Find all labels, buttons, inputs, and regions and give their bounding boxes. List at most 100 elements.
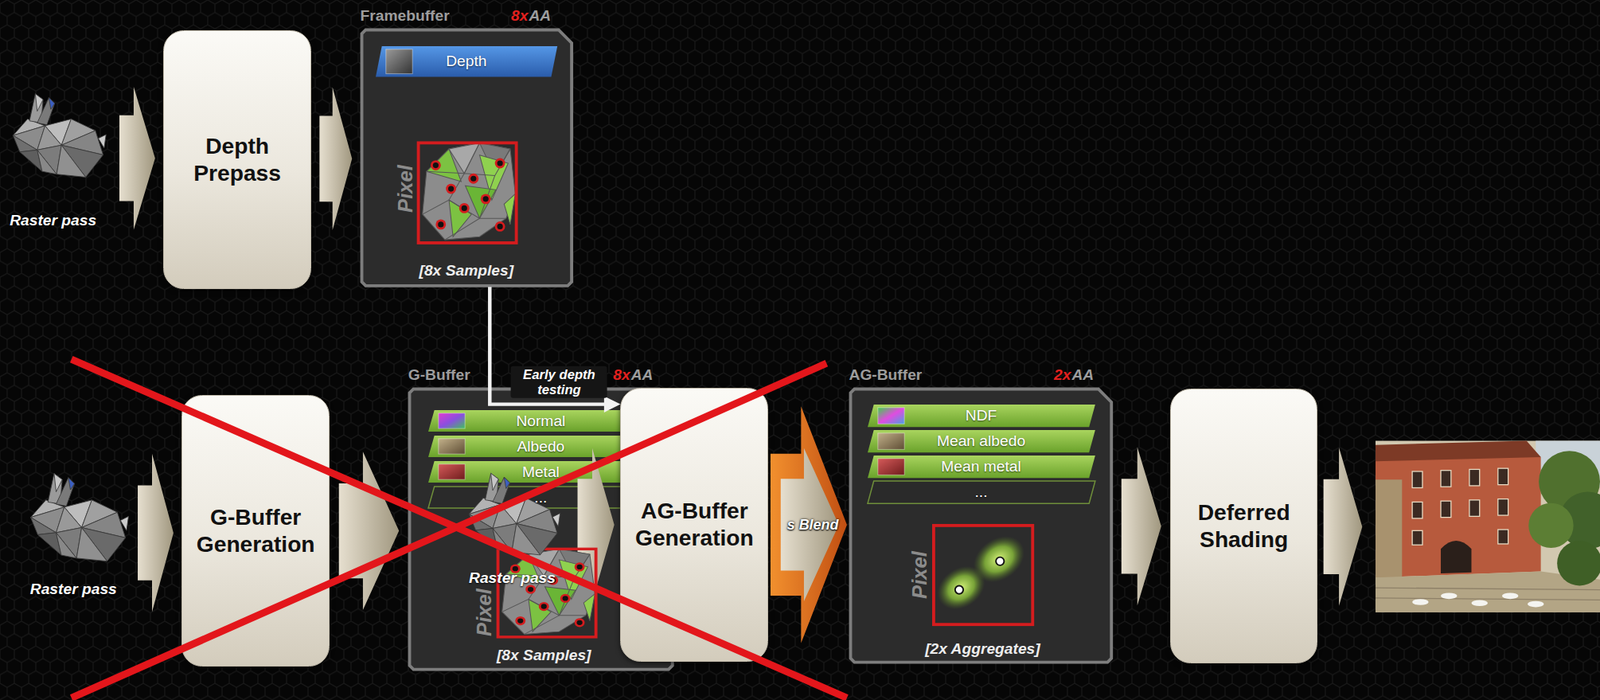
rendered-scene [1440, 500, 1452, 518]
rendered-scene [1528, 503, 1573, 548]
aa-suffix: AA [1071, 366, 1094, 384]
channel-thumbnail [438, 464, 465, 480]
channel-band [375, 46, 558, 77]
bunny-mesh [12, 93, 106, 178]
rendered-scene [1375, 440, 1600, 613]
flow-arrow [339, 451, 399, 610]
connector-line [489, 286, 609, 404]
flow-arrow-shape [1121, 446, 1162, 605]
pixel-caption: Pixel [393, 164, 417, 213]
buffer-channel: Normal [428, 409, 653, 432]
buffer-channel: Metal [428, 460, 653, 483]
channel-label: Metal [522, 463, 560, 481]
flow-arrow-shape [119, 86, 156, 230]
rendered-scene [1375, 440, 1542, 462]
process-label: Depth Prepass [171, 132, 303, 188]
rendered-scene [1412, 501, 1423, 519]
rendered-scene [1498, 468, 1509, 485]
rendered-scene [1412, 592, 1544, 607]
channel-thumbnail [386, 49, 413, 75]
rendered-scene [1440, 470, 1452, 488]
process-box: AG-Buffer Generation [620, 387, 769, 662]
channel-band [428, 486, 653, 508]
buffer-channel: Mean metal [867, 455, 1096, 478]
rendered-scene [1440, 592, 1458, 599]
buffer-panel-shape [361, 29, 572, 285]
rendered-scene [1498, 529, 1509, 544]
process-label: Deferred Shading [1179, 499, 1309, 554]
sample-count: [8x Samples] [419, 261, 515, 280]
channel-label: Mean metal [940, 457, 1021, 476]
buffer-panel-shape [850, 389, 1112, 663]
buffer-channel: ... [867, 480, 1096, 504]
buffer-title: AG-Buffer [849, 366, 923, 384]
flow-arrow-inner [780, 448, 840, 601]
channel-thumbnail [877, 458, 904, 476]
rendered-scene [1375, 587, 1600, 600]
rendered-scene [1440, 540, 1472, 574]
rendered-scene [1557, 540, 1600, 586]
channel-band [867, 455, 1096, 478]
rendered-scene [1375, 479, 1402, 578]
channel-label: ... [974, 483, 988, 501]
flow-arrow [319, 87, 352, 231]
channel-thumbnail [877, 433, 904, 450]
aa-count: 8x [612, 366, 630, 384]
channel-label: Mean albedo [936, 432, 1026, 450]
channel-label: ... [534, 488, 547, 507]
flow-arrow-shape [1323, 447, 1363, 606]
channel-label: Depth [445, 52, 487, 71]
flow-arrow-shape [137, 453, 174, 613]
buffer-channel: Depth [375, 46, 558, 77]
buffer-channel: Mean albedo [867, 429, 1096, 453]
process-box: Deferred Shading [1170, 388, 1318, 664]
rendered-scene [1527, 600, 1545, 608]
channel-thumbnail [438, 413, 465, 429]
rendered-scene [1375, 440, 1600, 613]
rendered-scene [1502, 592, 1519, 599]
rendered-scene [1498, 499, 1509, 516]
pass-label: Raster pass [9, 211, 97, 230]
pixel-caption: Pixel [907, 550, 931, 599]
channel-band [867, 480, 1096, 504]
flow-arrow [770, 405, 847, 643]
buffer-channel: NDF [867, 404, 1096, 427]
rendered-scene [1471, 599, 1488, 606]
rendered-scene [1375, 444, 1542, 578]
strike-through-cross [71, 362, 828, 698]
channel-label: Albedo [516, 437, 565, 456]
aa-suffix: AA [528, 7, 551, 25]
rendered-scene [1412, 598, 1429, 605]
aa-suffix: AA [631, 366, 654, 384]
buffer-title: Framebuffer [360, 7, 450, 25]
rendered-scene [1469, 468, 1480, 486]
flow-arrow [1121, 446, 1162, 605]
blend-arrow [770, 405, 847, 643]
strike-through-cross [71, 359, 847, 698]
channel-band [428, 435, 653, 457]
channel-label: Normal [515, 412, 566, 430]
strike-through-cross [71, 359, 847, 698]
channel-band [428, 409, 653, 432]
channel-band [867, 429, 1096, 453]
rendered-scene [1412, 468, 1508, 545]
buffer-channel: ... [428, 486, 653, 508]
channel-band [867, 404, 1096, 427]
aa-count: 8x [511, 7, 528, 25]
sample-count: [8x Samples] [496, 646, 592, 664]
pass-label: Raster pass [468, 569, 556, 587]
buffer-title: G-Buffer [408, 366, 471, 384]
channel-label: NDF [965, 406, 998, 425]
process-label: G-Buffer Generation [190, 503, 321, 559]
pixel-aggregates [995, 557, 1004, 566]
process-label: AG-Buffer Generation [629, 497, 761, 552]
process-box: Depth Prepass [163, 30, 312, 289]
edge-label: Early depth testing [511, 366, 608, 399]
rendered-scene [1412, 530, 1423, 545]
aa-count: 2x [1053, 366, 1071, 384]
bunny-mesh [30, 473, 129, 562]
pixel-caption: Pixel [472, 588, 496, 637]
channel-band [428, 460, 653, 483]
